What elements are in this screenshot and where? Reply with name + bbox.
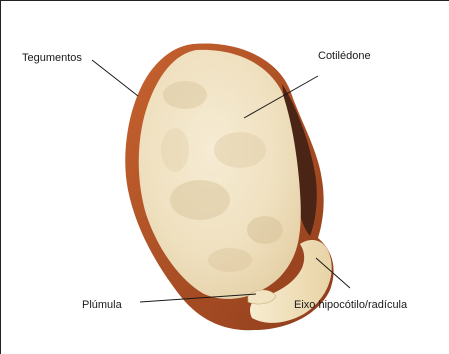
- leader-tegumentos: [92, 60, 138, 96]
- label-eixo: Eixo hipocótilo/radícula: [294, 299, 407, 311]
- label-tegumentos: Tegumentos: [22, 52, 82, 64]
- label-plumula: Plúmula: [82, 299, 122, 311]
- label-cotiledone: Cotilédone: [318, 50, 371, 62]
